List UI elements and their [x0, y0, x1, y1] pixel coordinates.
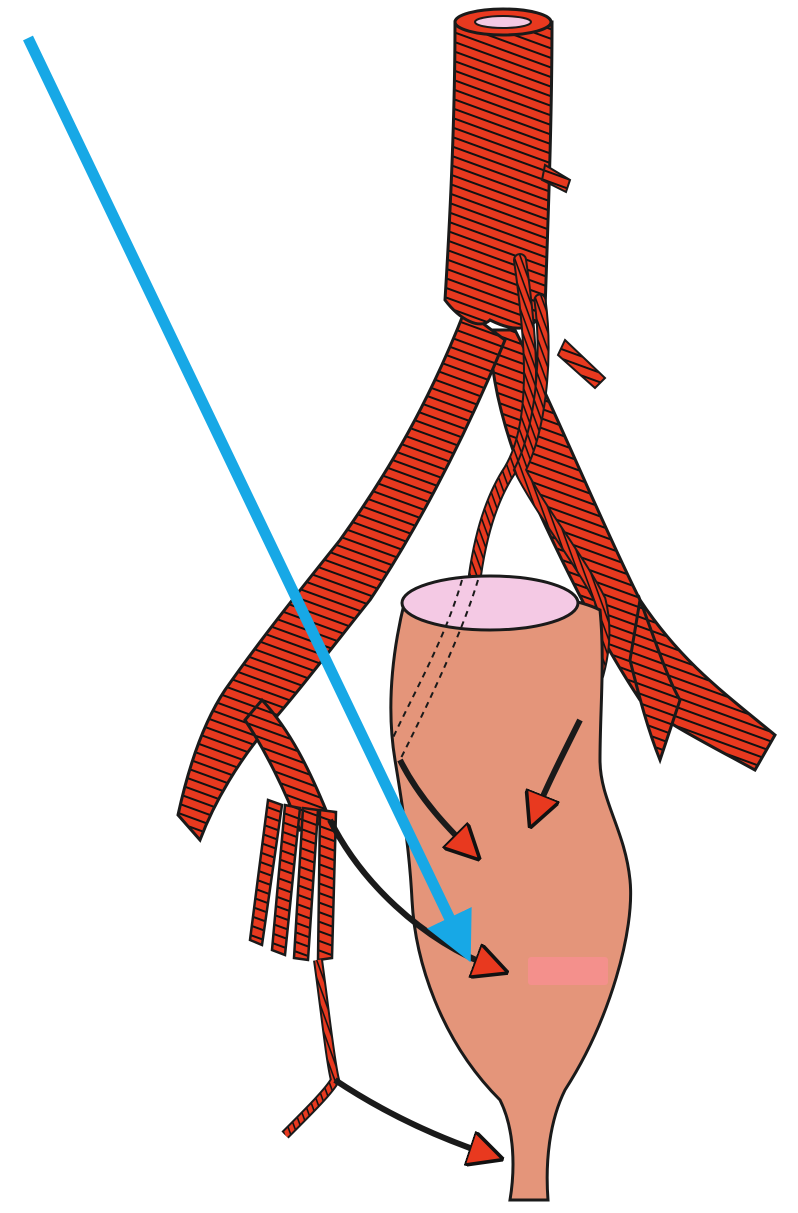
aorta: [445, 22, 552, 328]
organ-body: [391, 591, 631, 1200]
highlight-patch: [528, 957, 608, 985]
aorta-lumen: [475, 16, 531, 28]
vessel-to-lower-fill: [285, 960, 335, 1135]
organ-opening: [402, 576, 578, 630]
arrow-to-lower: [335, 1080, 490, 1155]
aorta-side-branch-lower: [558, 340, 605, 388]
